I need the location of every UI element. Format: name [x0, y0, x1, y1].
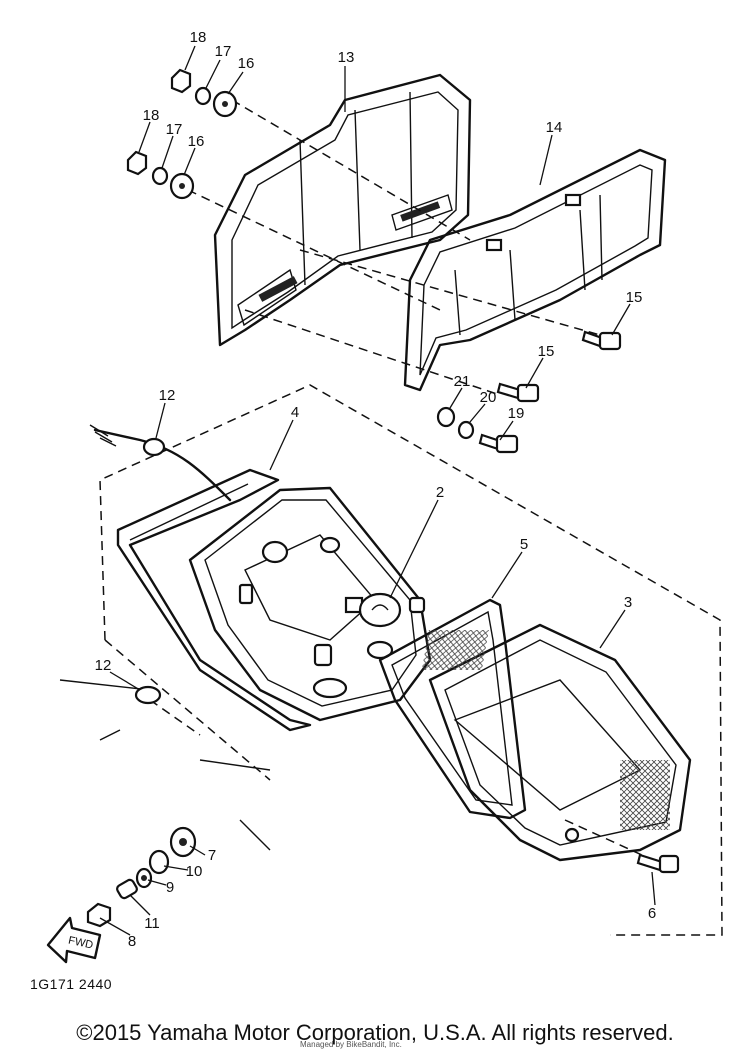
wire-harness — [89, 424, 232, 502]
callout-15-lower: 15 — [538, 343, 555, 360]
upper-hardware — [126, 68, 238, 200]
lens-gasket — [378, 598, 527, 820]
rear-cover-panel — [403, 148, 667, 392]
callout-15-upper: 15 — [626, 289, 643, 306]
bulb — [344, 592, 402, 628]
callout-6: 6 — [648, 905, 656, 922]
callout-8: 8 — [128, 933, 136, 950]
callout-14: 14 — [546, 119, 563, 136]
cover-bolts — [436, 330, 622, 454]
callout-labels: 18 17 16 13 18 17 16 14 15 15 21 20 19 1… — [95, 29, 657, 950]
watermark-text: Managed by BikeBandit, Inc. — [300, 1040, 402, 1049]
callout-9: 9 — [166, 879, 174, 896]
callout-16-upper: 16 — [238, 55, 255, 72]
exploded-lines-upper — [187, 99, 601, 396]
callout-10: 10 — [186, 863, 203, 880]
callout-3: 3 — [624, 594, 632, 611]
callout-18-upper: 18 — [190, 29, 207, 46]
callout-leaders — [99, 45, 656, 936]
tail-light-base — [188, 486, 432, 722]
callout-4: 4 — [291, 404, 299, 421]
callout-7: 7 — [208, 847, 216, 864]
diagram-part-code: 1G171 2440 — [30, 976, 113, 992]
callout-20: 20 — [480, 389, 497, 406]
callout-2: 2 — [436, 484, 444, 501]
fwd-direction-arrow: FWD — [46, 916, 102, 964]
lens-screw — [636, 853, 680, 874]
callout-21: 21 — [454, 373, 471, 390]
tail-light-lens — [421, 623, 692, 862]
fender-outline — [59, 679, 271, 851]
copyright-notice: ©2015 Yamaha Motor Corporation, U.S.A. A… — [76, 1020, 674, 1045]
callout-13: 13 — [338, 49, 355, 66]
callout-12-lower: 12 — [95, 657, 112, 674]
base-gasket — [116, 468, 312, 732]
callout-12-upper: 12 — [159, 387, 176, 404]
callout-18-lower: 18 — [143, 107, 160, 124]
callout-17-lower: 17 — [166, 121, 183, 138]
fwd-label: FWD — [67, 935, 94, 952]
license-plate-bracket — [213, 73, 472, 347]
callout-11: 11 — [144, 915, 160, 932]
callout-16-lower: 16 — [188, 133, 205, 150]
callout-19: 19 — [508, 405, 525, 422]
exploded-lines-lower — [99, 384, 723, 936]
callout-5: 5 — [520, 536, 528, 553]
callout-17-upper: 17 — [215, 43, 232, 60]
mounting-hardware — [86, 826, 197, 928]
